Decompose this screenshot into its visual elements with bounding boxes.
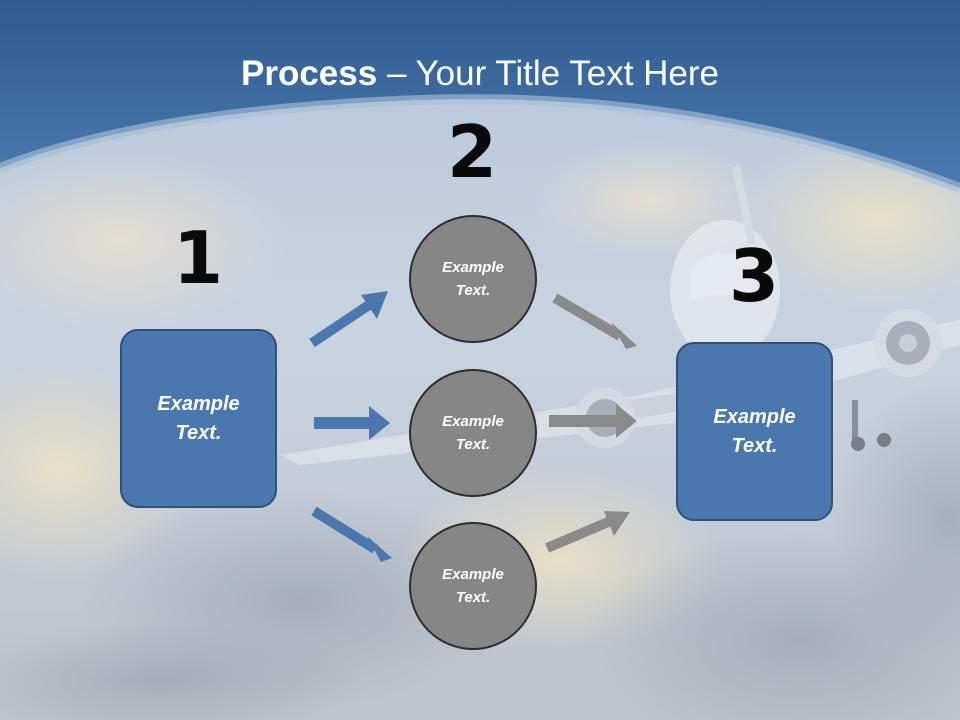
step1-box: Example Text. [120, 329, 277, 508]
step2-circle-middle: Example Text. [409, 369, 537, 497]
step3-box: Example Text. [676, 342, 833, 521]
step2-circle-bottom: Example Text. [409, 522, 537, 650]
slide-title: Process – Your Title Text Here [0, 52, 960, 96]
step2-circle-middle-line1: Example [442, 413, 504, 430]
step1-text: Example Text. [157, 390, 239, 448]
step2-circle-middle-line2: Text. [455, 436, 491, 453]
step2-circle-top-line2: Text. [455, 282, 491, 299]
step2-circle-middle-text: Example Text. [442, 410, 504, 456]
step2-circle-bottom-text: Example Text. [442, 563, 504, 609]
title-rest: – Your Title Text Here [377, 54, 719, 93]
step-number-2: 2 [446, 110, 498, 194]
step3-text-line1: Example [713, 405, 796, 428]
step3-text: Example Text. [713, 403, 795, 461]
step1-text-line2: Text. [175, 421, 222, 444]
step2-circle-bottom-line2: Text. [455, 589, 491, 606]
step2-circle-top: Example Text. [409, 215, 537, 343]
title-bold: Process [241, 54, 378, 93]
step3-text-line2: Text. [731, 434, 778, 457]
step1-text-line1: Example [157, 392, 240, 415]
step2-circle-bottom-line1: Example [442, 566, 504, 583]
step2-circle-top-text: Example Text. [442, 256, 504, 302]
step-number-1: 1 [172, 216, 224, 300]
step2-circle-top-line1: Example [442, 259, 504, 276]
step-number-3: 3 [728, 234, 780, 318]
